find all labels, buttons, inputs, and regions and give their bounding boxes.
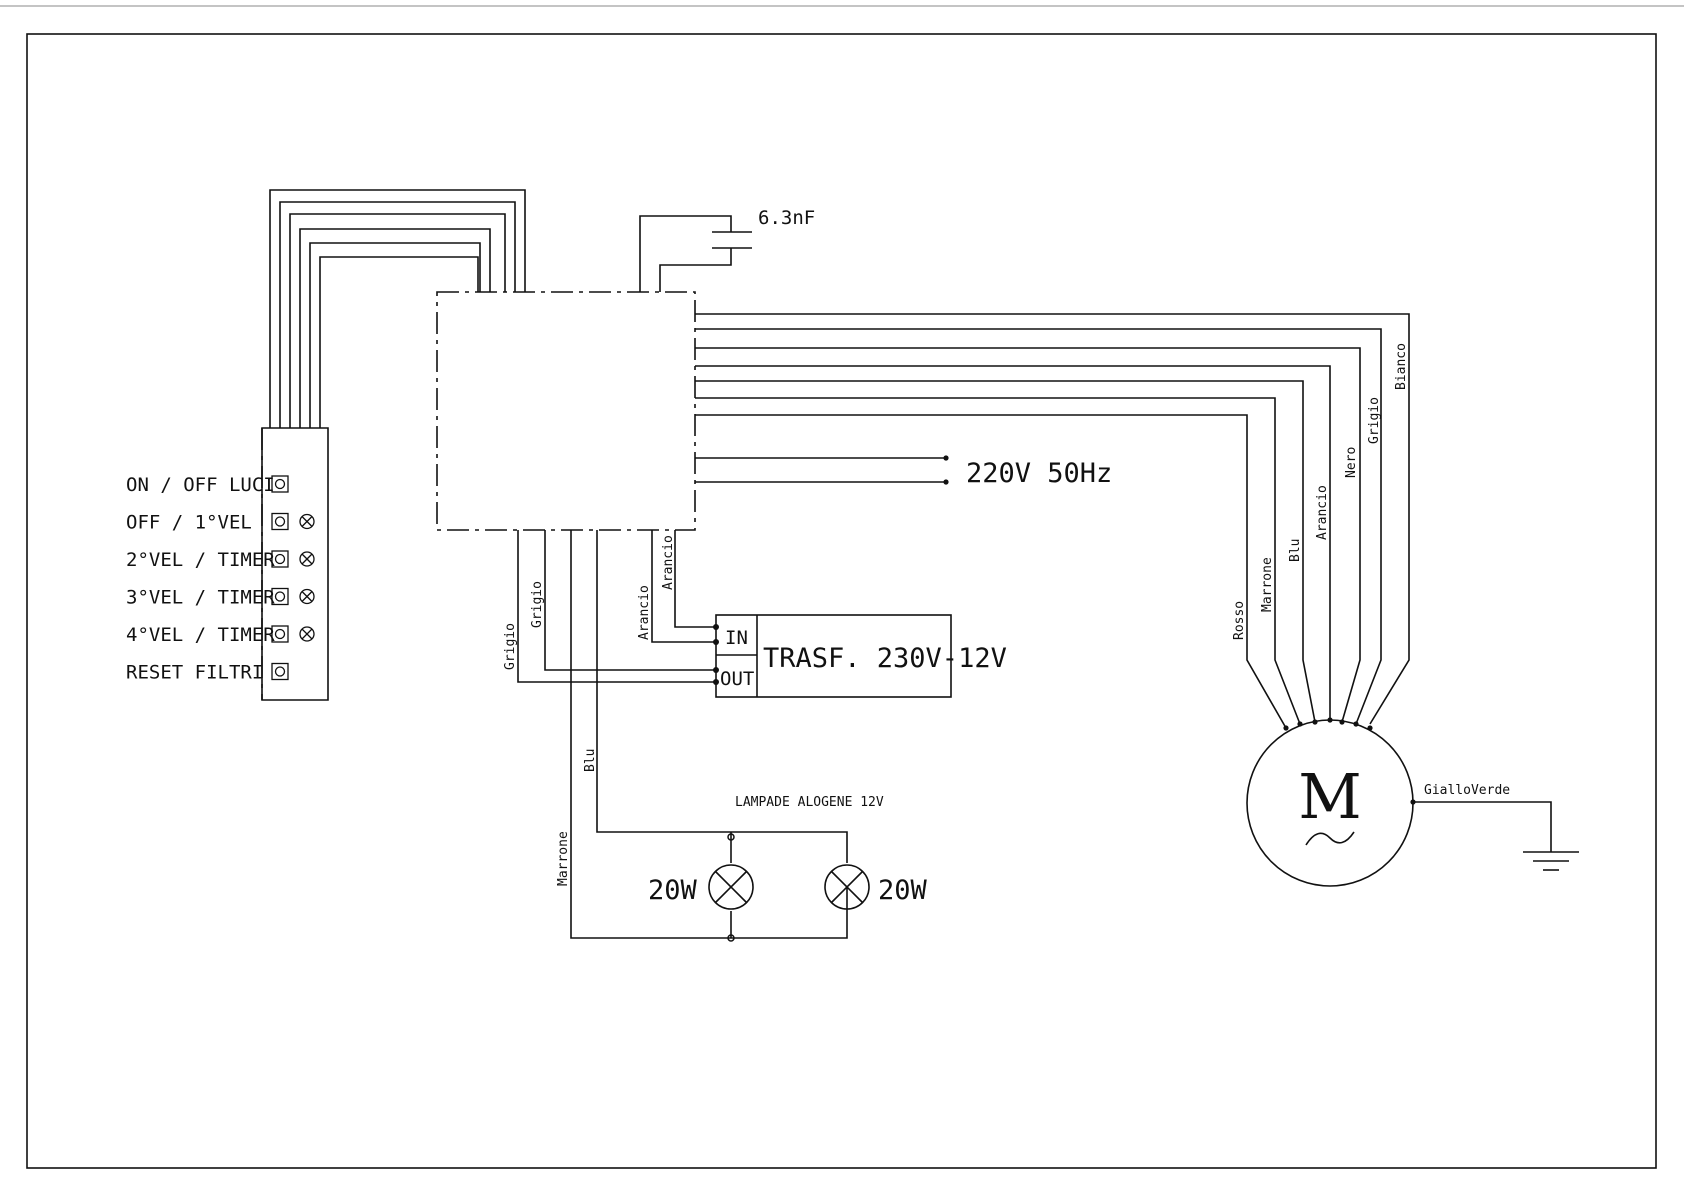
panel-row: 3°VEL / TIMER [126, 587, 315, 609]
wire-label-marrone: Marrone [556, 831, 571, 886]
panel-row: RESET FILTRI [126, 662, 289, 684]
button-icon[interactable] [271, 550, 289, 568]
lamps-title: LAMPADE ALOGENE 12V [735, 795, 884, 810]
panel-bus-wires [269, 189, 526, 428]
panel-row-label: ON / OFF LUCI [126, 474, 275, 496]
panel-row: OFF / 1°VEL [126, 512, 315, 534]
button-icon[interactable] [271, 475, 289, 493]
capacitor: 6.3nF [639, 207, 815, 292]
motor-wire-label: Marrone [1260, 557, 1275, 612]
main-board [436, 291, 696, 531]
motor-wire-label: Grigio [1367, 397, 1382, 444]
panel-row-label: 3°VEL / TIMER [126, 587, 275, 609]
transformer: IN OUT TRASF. 230V-12V [715, 614, 1007, 698]
motor-wires [695, 313, 1410, 729]
control-panel-rows: ON / OFF LUCI OFF / 1°VEL 2°VEL / TIMER 3°V… [126, 474, 315, 684]
panel-row: 2°VEL / TIMER [126, 549, 315, 571]
motor-wire-label: Bianco [1394, 343, 1409, 390]
capacitor-label: 6.3nF [758, 207, 815, 229]
wire-label-arancio-1: Arancio [661, 535, 676, 590]
motor-wire-label: Arancio [1315, 485, 1330, 540]
ground-label: GialloVerde [1424, 783, 1510, 798]
indicator-lamp-icon [299, 626, 315, 642]
panel-row-label: RESET FILTRI [126, 662, 263, 684]
motor-symbol: M [1298, 760, 1361, 833]
wire-label-blu: Blu [583, 749, 598, 772]
wire-label-arancio-2: Arancio [637, 585, 652, 640]
motor-wire-label: Blu [1288, 539, 1303, 562]
indicator-lamp-icon [299, 513, 315, 530]
panel-row-label: OFF / 1°VEL [126, 512, 252, 534]
motor-wire-label: Rosso [1232, 601, 1247, 640]
panel-row-label: 4°VEL / TIMER [126, 624, 275, 646]
panel-row: 4°VEL / TIMER [126, 624, 315, 646]
motor-wire-labels: Rosso Marrone Blu Arancio Nero Grigio Bianco [1232, 343, 1409, 640]
lamp-left-watt: 20W [648, 875, 698, 906]
panel-row: ON / OFF LUCI [126, 474, 289, 496]
indicator-lamp-icon [299, 588, 315, 605]
board-to-transformer-wires [517, 530, 719, 685]
power-label: 220V 50Hz [966, 458, 1112, 489]
ground-connection: GialloVerde [1413, 783, 1579, 871]
button-icon[interactable] [271, 587, 289, 606]
drawing-frame [26, 33, 1657, 1169]
button-icon[interactable] [271, 662, 289, 681]
lamp-right-watt: 20W [878, 875, 928, 906]
panel-row-label: 2°VEL / TIMER [126, 549, 275, 571]
lamp-right-icon [824, 864, 870, 910]
transformer-title: TRASF. 230V-12V [763, 643, 1007, 674]
lamp-left-icon [708, 864, 754, 910]
control-panel [261, 427, 329, 701]
transformer-out-label: OUT [720, 668, 754, 690]
motor-wire-label: Nero [1344, 447, 1359, 478]
motor: M [1246, 717, 1416, 887]
indicator-lamp-icon [299, 551, 315, 567]
board-to-lamps-wires [570, 530, 848, 939]
wire-label-grigio-1: Grigio [530, 581, 545, 628]
button-icon[interactable] [271, 512, 289, 531]
lamps-circuit: LAMPADE ALOGENE 12V 20W 20W [648, 795, 928, 942]
transformer-in-label: IN [725, 627, 748, 649]
power-input: 220V 50Hz [695, 455, 1112, 489]
button-icon[interactable] [271, 625, 289, 643]
wire-label-grigio-2: Grigio [503, 623, 518, 670]
